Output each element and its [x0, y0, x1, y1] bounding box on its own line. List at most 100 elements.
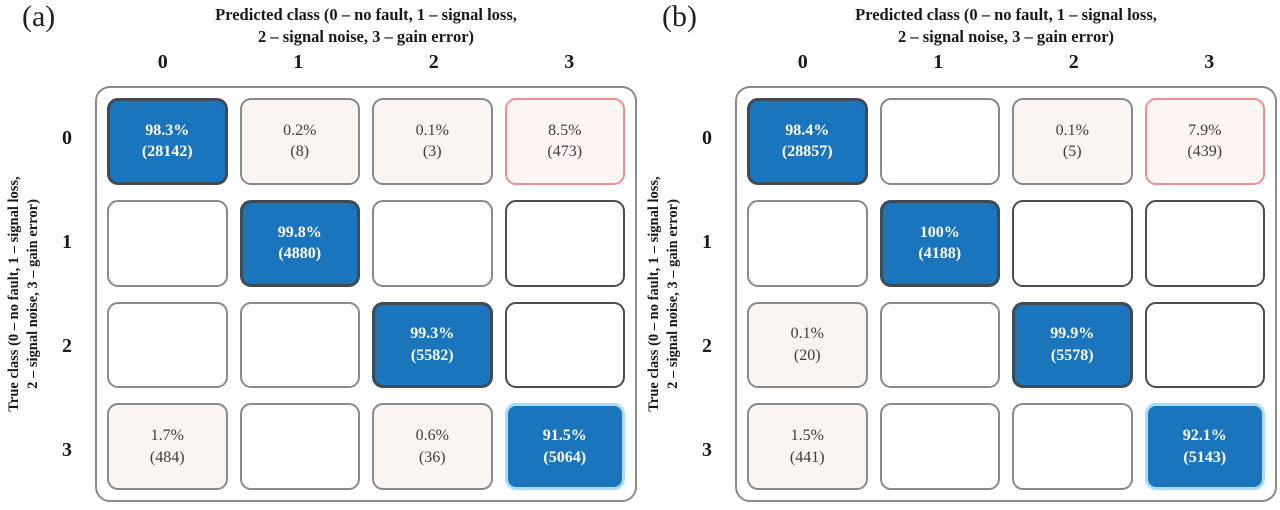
cell-percent: 0.1%: [1055, 121, 1089, 139]
matrix-cell-r3c2: 0.6% (36): [372, 403, 493, 490]
cell-count: (8): [290, 143, 310, 161]
matrix-cell-r0c3: 8.5% (473): [504, 98, 625, 185]
cell-count: (4880): [278, 245, 322, 263]
x-axis-title-line1: Predicted class (0 – no fault, 1 – signa…: [855, 5, 1157, 24]
matrix-cell-r1c0: [747, 199, 868, 287]
cell-percent: 8.5%: [548, 121, 582, 139]
panel-label-a: (a): [22, 0, 56, 33]
cell-percent: 0.1%: [790, 325, 824, 343]
cell-percent: 98.4%: [785, 121, 830, 139]
matrix-cell-r2c3: [504, 301, 625, 389]
row-headers-b: 0 1 2 3: [688, 86, 726, 502]
confusion-matrix-b: 98.4% (28857) 0.1% (5) 7.9%(439) 100% (4188) 0.…: [735, 86, 1277, 502]
matrix-cell-r3c1: [879, 403, 1000, 490]
col-header-0: 0: [157, 50, 168, 73]
cell-percent: 0.6%: [415, 427, 449, 445]
matrix-cell-r3c0: 1.7% (484): [107, 403, 228, 490]
matrix-cell-r2c3: [1144, 301, 1265, 389]
col-header-1: 1: [293, 50, 304, 73]
cell-percent: 100%: [919, 223, 960, 241]
cell-percent: 1.7%: [150, 427, 184, 445]
col-header-1: 1: [933, 50, 944, 73]
row-header-1: 1: [702, 230, 712, 253]
matrix-cell-r3c3: 92.1%(5143): [1144, 403, 1265, 490]
x-axis-title-b: Predicted class (0 – no fault, 1 – signa…: [735, 4, 1277, 48]
row-header-2: 2: [702, 334, 712, 357]
col-header-2: 2: [1068, 50, 1079, 73]
cell-percent: 99.3%: [410, 325, 455, 343]
row-header-3: 3: [62, 438, 72, 461]
cell-count: (36): [418, 448, 446, 466]
x-axis-title-line1: Predicted class (0 – no fault, 1 – signa…: [215, 5, 517, 24]
cell-count: (28142): [141, 143, 193, 161]
matrix-cell-r0c1: 0.2% (8): [239, 98, 360, 185]
col-header-3: 3: [564, 50, 575, 73]
panel-a: (a) Predicted class (0 – no fault, 1 – s…: [5, 0, 637, 502]
matrix-cell-r0c1: [879, 98, 1000, 185]
matrix-cell-r0c2: 0.1% (3): [372, 98, 493, 185]
cell-count: (473): [547, 143, 583, 161]
matrix-cell-r0c3: 7.9%(439): [1144, 98, 1265, 185]
matrix-cell-r2c0: [107, 301, 228, 389]
y-axis-title-a: True class (0 – no fault, 1 – signal los…: [5, 86, 47, 502]
matrix-cell-r3c1: [239, 403, 360, 490]
cell-count: (5): [1062, 143, 1082, 161]
x-axis-title-line2: 2 – signal noise, 3 – gain error): [257, 26, 475, 46]
matrix-cell-r0c0: 98.4% (28857): [747, 98, 868, 185]
panel-b: (b) Predicted class (0 – no fault, 1 – s…: [640, 0, 1280, 510]
row-header-0: 0: [62, 126, 72, 149]
matrix-cell-r1c2: [372, 199, 493, 287]
matrix-cell-r2c1: [879, 301, 1000, 389]
matrix-cell-r3c0: 1.5% (441): [747, 403, 868, 490]
col-header-3: 3: [1204, 50, 1215, 73]
matrix-cell-r2c2: 99.9% (5578): [1012, 301, 1133, 389]
cell-count: (439): [1187, 143, 1223, 161]
row-header-1: 1: [62, 230, 72, 253]
col-header-2: 2: [428, 50, 439, 73]
cell-count: (441): [789, 448, 825, 466]
matrix-cell-r1c1: 99.8% (4880): [239, 199, 360, 287]
cell-count: (484): [149, 448, 185, 466]
cell-count: (5064): [543, 448, 587, 466]
matrix-cell-r3c3: 91.5% (5064): [504, 403, 625, 490]
col-header-0: 0: [797, 50, 808, 73]
matrix-cell-r0c0: 98.3% (28142): [107, 98, 228, 185]
row-header-3: 3: [702, 438, 712, 461]
y-axis-title-line1: True class (0 – no fault, 1 – signal los…: [6, 176, 22, 412]
column-headers-b: 0 1 2 3: [735, 47, 1277, 77]
matrix-cell-r1c3: [1144, 199, 1265, 287]
matrix-cell-r2c0: 0.1% (20): [747, 301, 868, 389]
cell-percent: 99.9%: [1050, 325, 1095, 343]
cell-percent: 99.8%: [277, 223, 322, 241]
row-headers-a: 0 1 2 3: [48, 86, 86, 502]
matrix-cell-r3c2: [1012, 403, 1133, 490]
y-axis-title-line2: 2 – signal noise, 3 – gain error): [24, 199, 41, 389]
matrix-cell-r1c3: [504, 199, 625, 287]
row-header-2: 2: [62, 334, 72, 357]
y-axis-title-line2: 2 – signal noise, 3 – gain error): [664, 199, 681, 389]
cell-percent: 0.1%: [415, 121, 449, 139]
x-axis-title-line2: 2 – signal noise, 3 – gain error): [897, 26, 1115, 46]
matrix-cell-r2c2: 99.3% (5582): [372, 301, 493, 389]
cell-count: (3): [422, 143, 442, 161]
panel-label-b: (b): [662, 0, 697, 33]
confusion-matrix-a: 98.3% (28142) 0.2% (8) 0.1% (3) 8.5% (473) 99.8%…: [95, 86, 637, 502]
cell-percent: 91.5%: [542, 427, 587, 445]
cell-percent: 98.3%: [145, 121, 190, 139]
x-axis-title-a: Predicted class (0 – no fault, 1 – signa…: [95, 4, 637, 48]
cell-count: (28857): [781, 143, 833, 161]
matrix-cell-r0c2: 0.1% (5): [1012, 98, 1133, 185]
cell-count: (20): [793, 346, 821, 364]
column-headers-a: 0 1 2 3: [95, 47, 637, 77]
cell-count: (5143): [1183, 448, 1227, 466]
cell-count: (4188): [918, 245, 962, 263]
matrix-cell-r2c1: [239, 301, 360, 389]
cell-count: (5582): [410, 346, 454, 364]
cell-percent: 0.2%: [283, 121, 317, 139]
cell-count: (5578): [1050, 346, 1094, 364]
row-header-0: 0: [702, 126, 712, 149]
matrix-cell-r1c0: [107, 199, 228, 287]
cell-percent: 1.5%: [790, 427, 824, 445]
matrix-cell-r1c1: 100% (4188): [879, 199, 1000, 287]
